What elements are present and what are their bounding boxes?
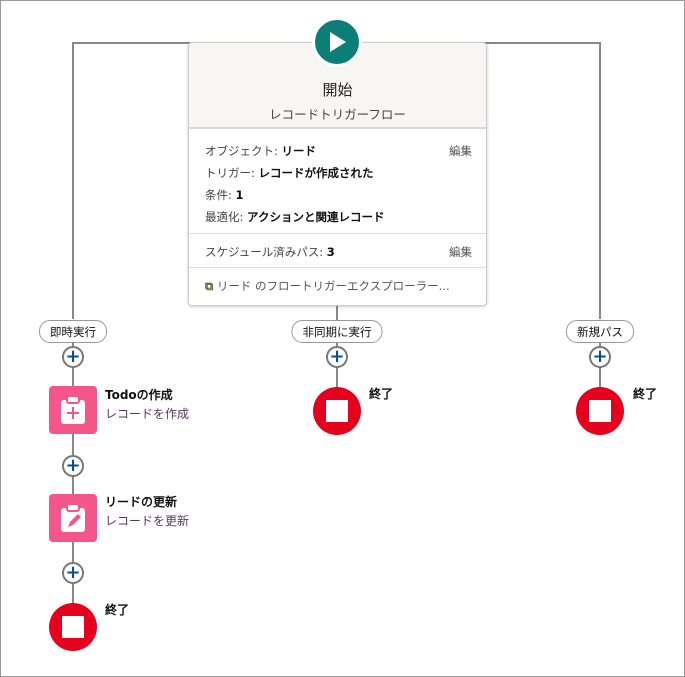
scheduled-label: スケジュール済みパス: [205, 245, 324, 259]
end-label: 終了 [105, 603, 130, 617]
external-link-icon: ⧉ [205, 279, 214, 293]
start-card[interactable]: 開始レコードトリガーフロー オブジェクト: リード 編集 トリガー: レコードが… [188, 42, 487, 306]
path-label-immediate[interactable]: 即時実行 [39, 320, 107, 343]
connector-left-path [72, 340, 74, 620]
optimize-value: アクションと関連レコード [247, 210, 385, 224]
end-stop-icon[interactable] [576, 387, 624, 435]
trigger-label: トリガー: [205, 166, 255, 180]
edit-trigger-link[interactable]: 編集 [449, 144, 472, 158]
condition-label: 条件: [205, 188, 232, 202]
add-element-button[interactable]: + [62, 562, 84, 584]
scheduled-value: 3 [326, 245, 335, 259]
end-stop-icon[interactable] [313, 387, 361, 435]
trigger-explorer-link[interactable]: リード のフロートリガーエクスプローラー... [216, 279, 450, 293]
clipboard-add-icon [61, 395, 85, 424]
connector-right-path [599, 340, 601, 400]
element-label: Todoの作成レコードを作成 [105, 388, 190, 421]
path-label-new[interactable]: 新規パス [566, 320, 634, 343]
add-element-button[interactable]: + [326, 346, 348, 368]
end-stop-icon[interactable] [49, 603, 97, 651]
condition-value: 1 [235, 188, 244, 202]
object-label: オブジェクト: [205, 144, 278, 158]
end-label: 終了 [369, 387, 394, 401]
connector-mid-path [336, 340, 338, 400]
add-element-button[interactable]: + [62, 346, 84, 368]
create-record-element[interactable] [49, 386, 97, 434]
add-element-button[interactable]: + [62, 455, 84, 477]
element-label: リードの更新レコードを更新 [105, 495, 190, 528]
update-record-element[interactable] [49, 494, 97, 542]
connector-right [599, 42, 601, 319]
object-value: リード [281, 144, 317, 158]
end-label: 終了 [633, 387, 658, 401]
connector-left [72, 42, 74, 319]
start-subtitle: レコードトリガーフロー [269, 107, 406, 122]
clipboard-edit-icon [61, 503, 85, 532]
divider [189, 267, 486, 268]
path-label-async[interactable]: 非同期に実行 [291, 320, 383, 343]
edit-scheduled-link[interactable]: 編集 [449, 245, 472, 259]
start-title: 開始 [322, 81, 353, 99]
add-element-button[interactable]: + [589, 346, 611, 368]
start-play-icon [312, 17, 362, 67]
connector-mid [336, 300, 338, 320]
optimize-label: 最適化: [205, 210, 244, 224]
trigger-value: レコードが作成された [258, 166, 374, 180]
divider [189, 233, 486, 234]
